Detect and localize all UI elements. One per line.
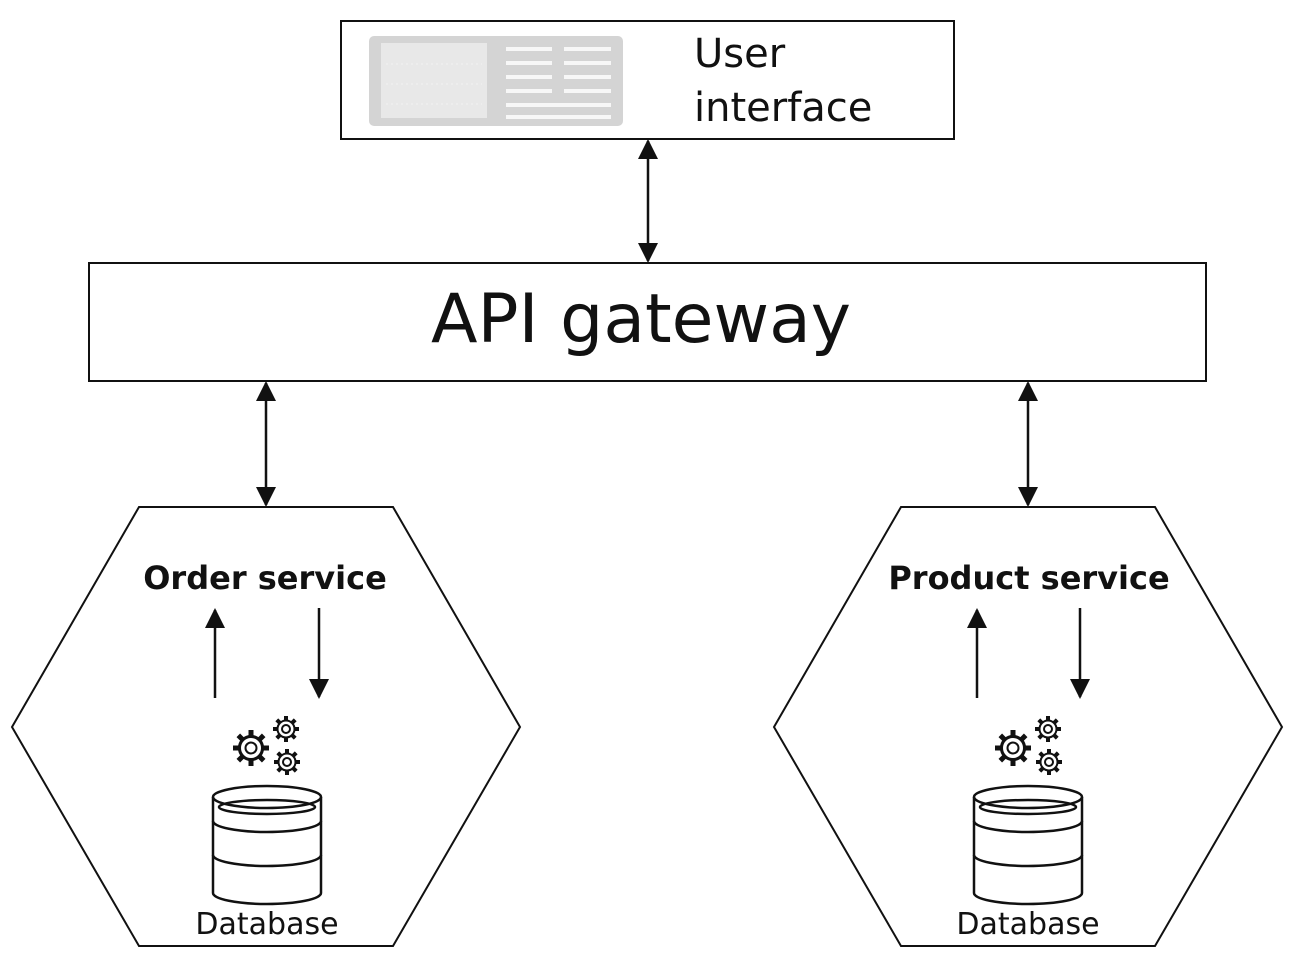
order-service-hexagon: Order service Database: [10, 506, 522, 947]
ui-label-line2: interface: [694, 85, 872, 131]
product-service-hexagon: Product service Database: [772, 506, 1284, 947]
product-database-label: Database: [956, 907, 1099, 942]
order-database-label: Database: [195, 907, 338, 942]
product-service-label: Product service: [888, 559, 1169, 597]
api-gateway-box: API gateway: [88, 262, 1207, 382]
database-icon: [972, 784, 1084, 906]
database-icon: [211, 784, 323, 906]
ui-label-line1: User: [694, 31, 786, 77]
user-interface-box: User interface: [340, 20, 955, 140]
order-service-label: Order service: [143, 559, 387, 597]
api-gateway-label: API gateway: [431, 280, 851, 359]
ui-screen-icon: [369, 36, 623, 126]
